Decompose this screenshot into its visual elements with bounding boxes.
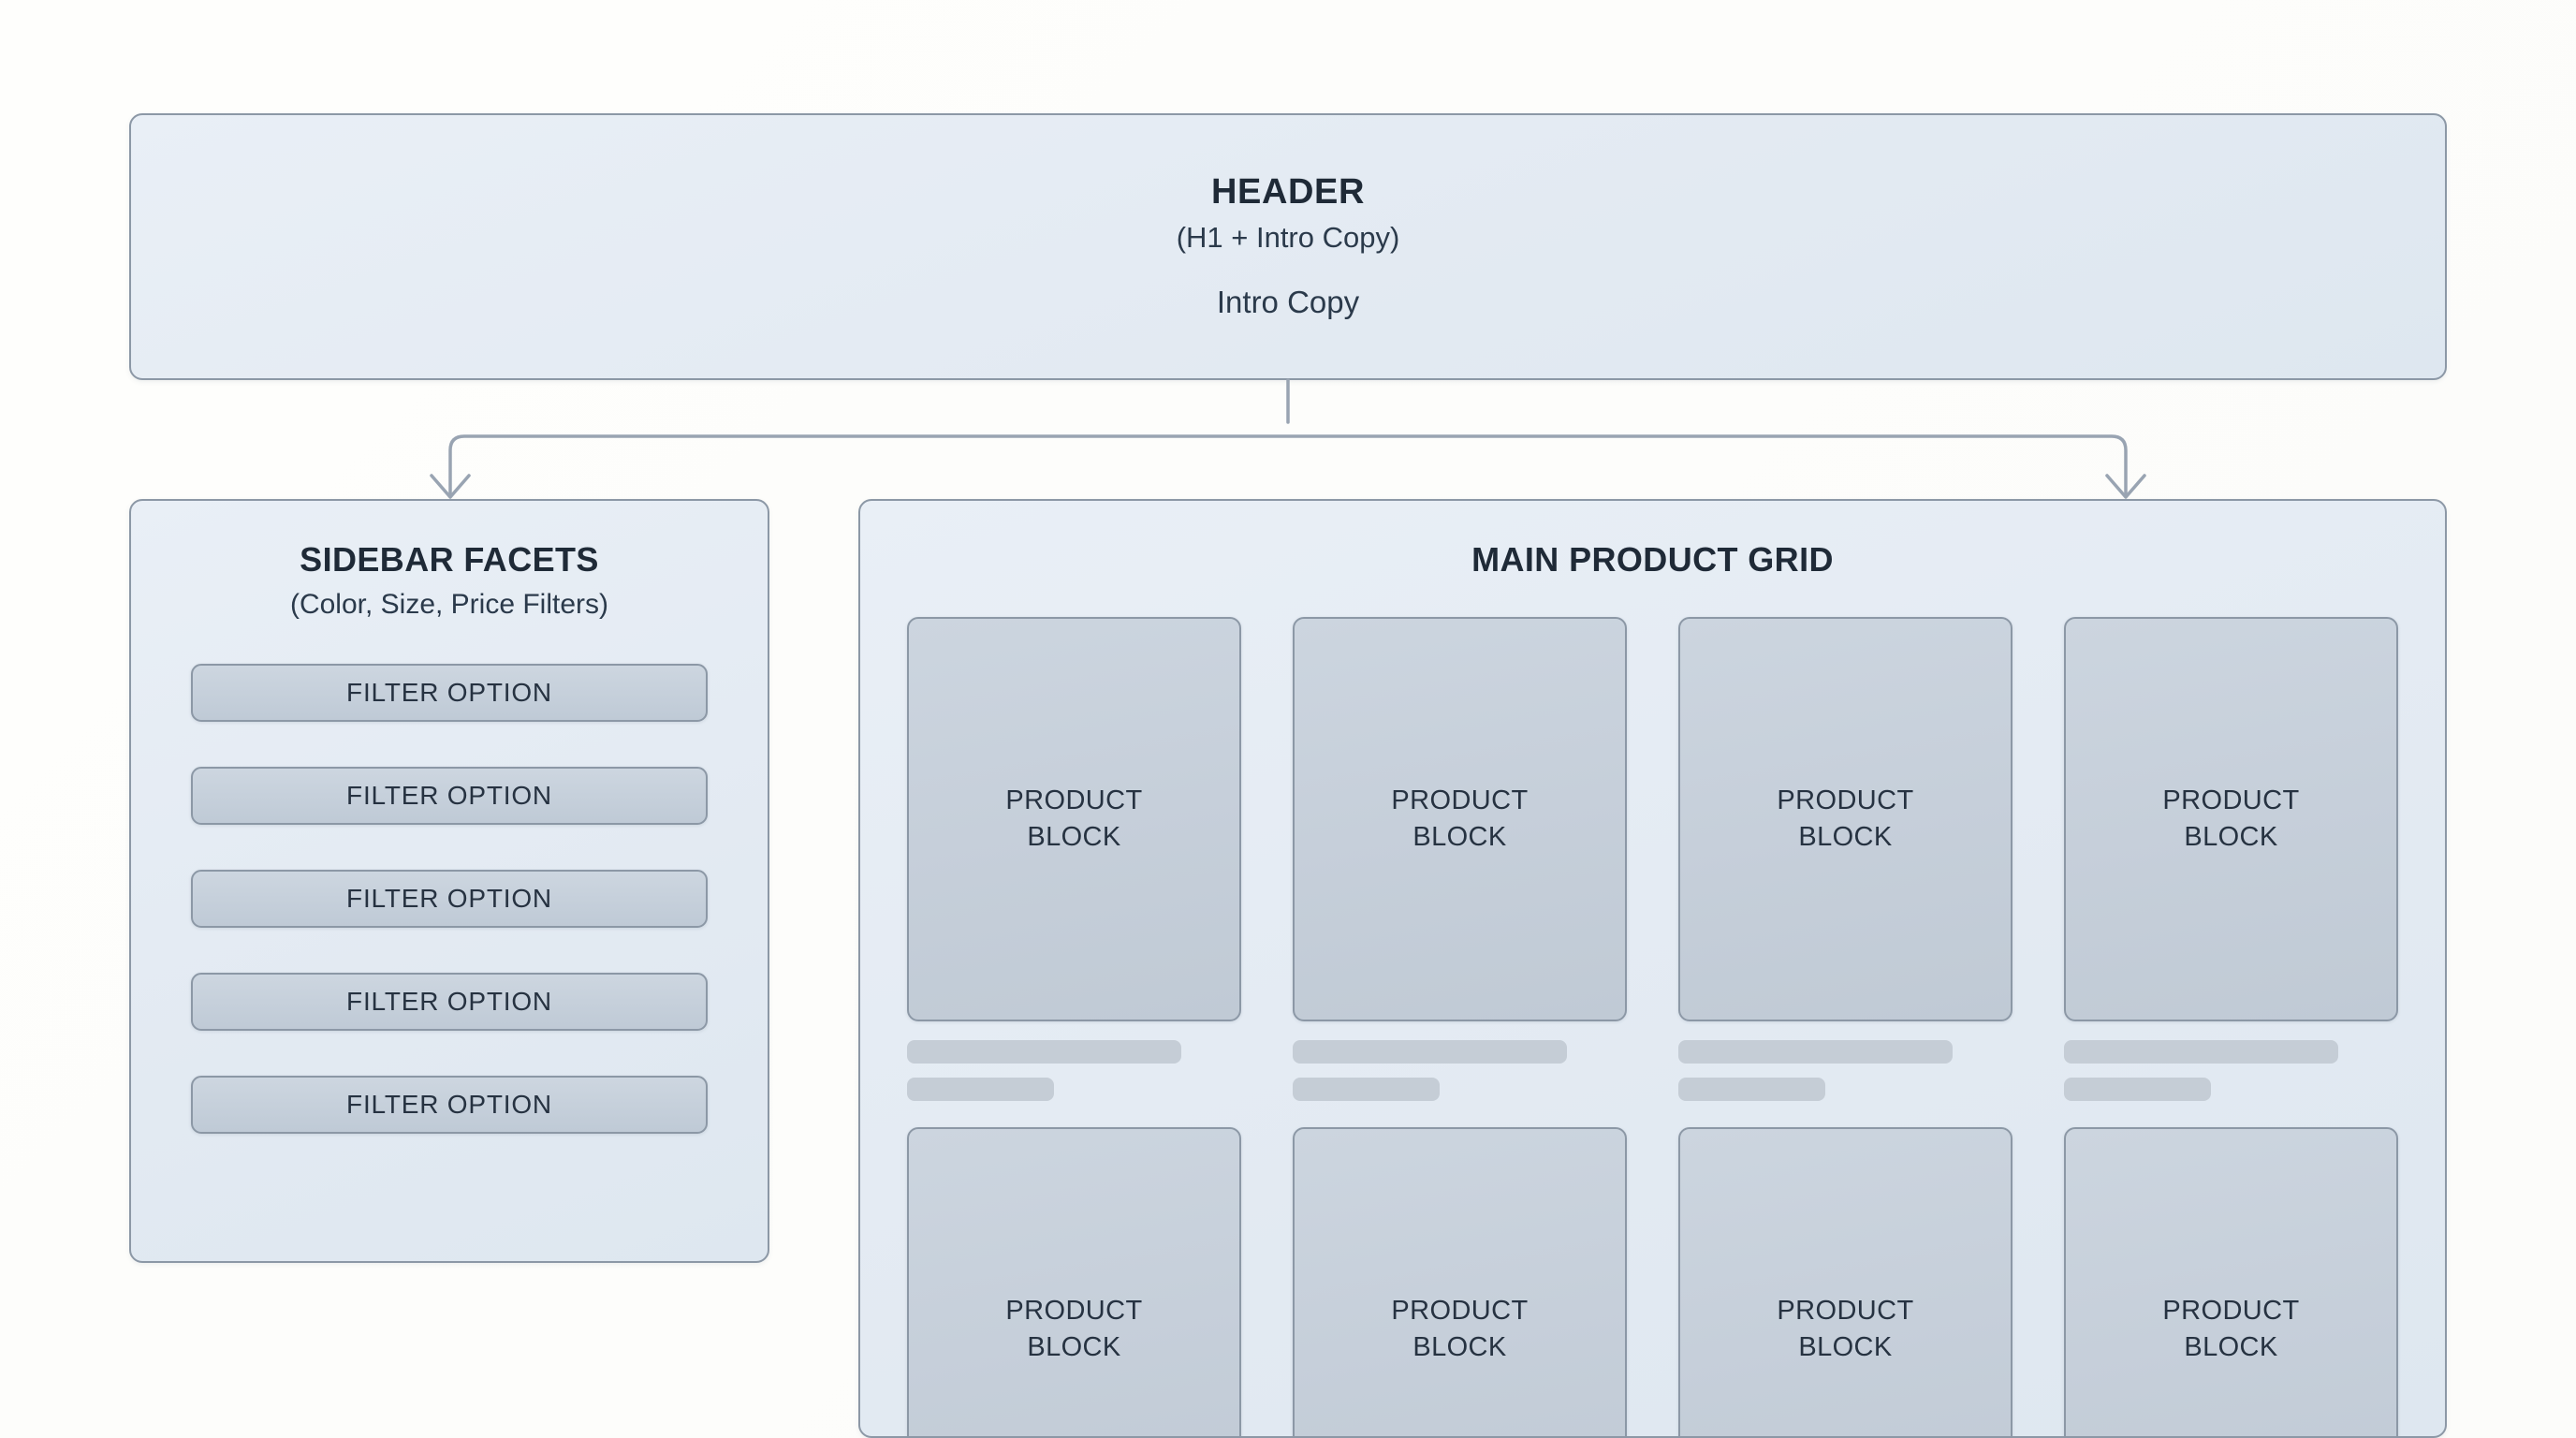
skeleton-line-primary xyxy=(1293,1040,1567,1064)
filter-option-list: FILTER OPTION FILTER OPTION FILTER OPTIO… xyxy=(131,664,768,1134)
product-skeleton-lines xyxy=(1678,1040,2012,1101)
filter-option-button[interactable]: FILTER OPTION xyxy=(191,767,708,825)
product-skeleton-lines xyxy=(1293,1040,1627,1101)
sidebar-title: SIDEBAR FACETS xyxy=(300,540,599,579)
skeleton-line-secondary xyxy=(2064,1078,2212,1101)
header-title: HEADER xyxy=(1210,171,1366,212)
skeleton-line-secondary xyxy=(1293,1078,1441,1101)
header-intro-copy: Intro Copy xyxy=(1216,285,1360,320)
main-grid-title: MAIN PRODUCT GRID xyxy=(1471,540,1834,579)
skeleton-line-primary xyxy=(1678,1040,1953,1064)
connector-bus xyxy=(448,434,2128,498)
sidebar-subtitle: (Color, Size, Price Filters) xyxy=(289,589,609,620)
header-panel: HEADER (H1 + Intro Copy) Intro Copy xyxy=(129,113,2447,380)
down-arrow-icon-right xyxy=(2105,474,2146,499)
header-subtitle: (H1 + Intro Copy) xyxy=(1176,221,1400,255)
down-arrow-icon-left xyxy=(430,474,471,499)
skeleton-line-secondary xyxy=(907,1078,1055,1101)
skeleton-line-primary xyxy=(907,1040,1181,1064)
filter-option-button[interactable]: FILTER OPTION xyxy=(191,973,708,1031)
filter-option-button[interactable]: FILTER OPTION xyxy=(191,1076,708,1134)
filter-option-button[interactable]: FILTER OPTION xyxy=(191,664,708,722)
skeleton-line-secondary xyxy=(1678,1078,1826,1101)
filter-option-button[interactable]: FILTER OPTION xyxy=(191,870,708,928)
skeleton-line-primary xyxy=(2064,1040,2338,1064)
sidebar-facets-panel: SIDEBAR FACETS (Color, Size, Price Filte… xyxy=(129,499,769,1263)
product-skeleton-lines xyxy=(2064,1040,2398,1101)
product-skeleton-lines xyxy=(907,1040,1241,1101)
